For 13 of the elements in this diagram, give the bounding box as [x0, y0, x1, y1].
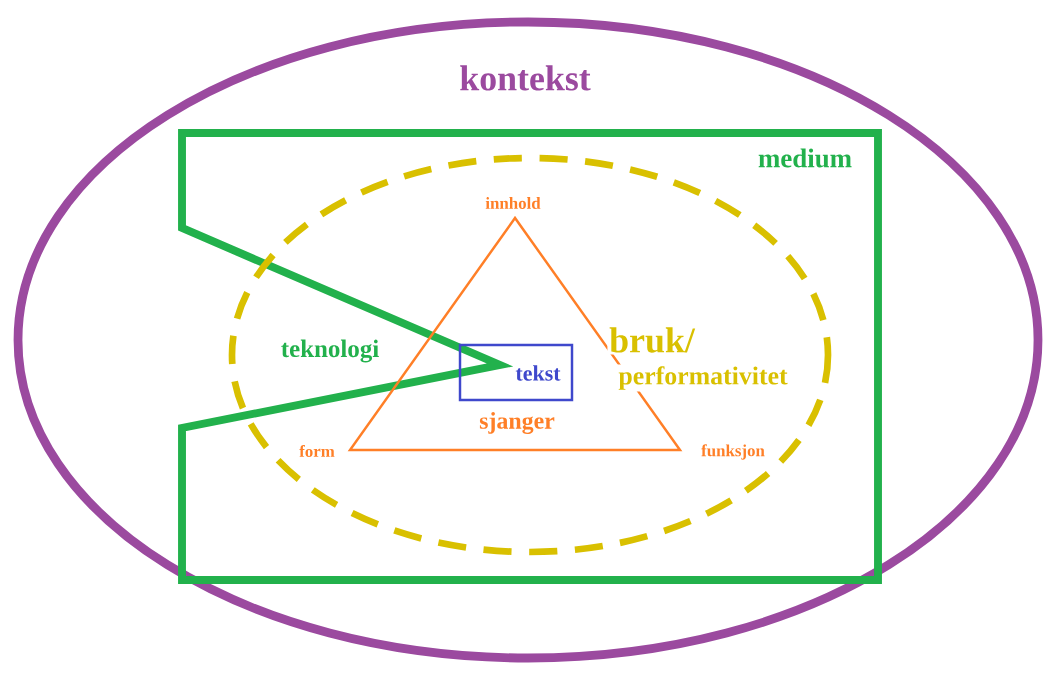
label-text: kontekst: [460, 65, 591, 91]
text-box: [458, 343, 574, 402]
label-text: medium: [758, 148, 852, 168]
label-text: sjanger: [479, 412, 555, 434]
label-text: performativitet: [616, 364, 790, 392]
label-text: tekst: [515, 365, 561, 381]
context-ellipse: [13, 17, 1043, 663]
label-text: innhold: [483, 195, 543, 211]
label-text: funksjon: [699, 442, 767, 462]
medium-frame: [178, 129, 882, 584]
label-text: form: [297, 443, 337, 459]
label-text: bruk/: [607, 325, 697, 355]
label-text: teknologi: [279, 337, 381, 365]
